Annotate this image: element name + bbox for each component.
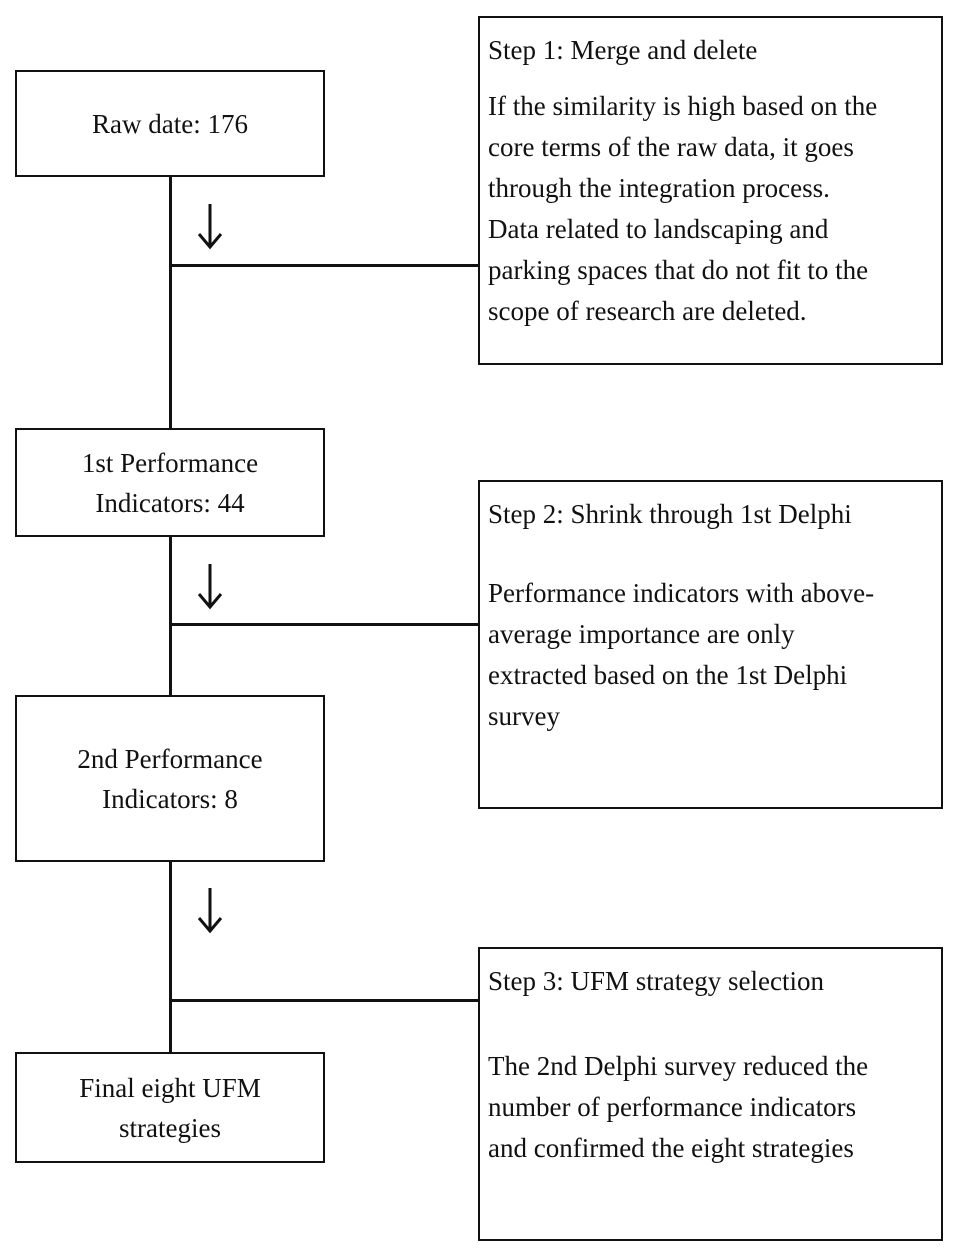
box-label: strategies [119,1112,221,1143]
step-description: The 2nd Delphi survey reduced the number… [488,1046,933,1169]
flow-spine-2 [169,535,172,697]
step-title: Step 1: Merge and delete [488,35,758,65]
box-label: Indicators: 8 [102,783,238,814]
step-text-line: parking spaces that do not fit to the [488,255,869,285]
step-2-box: Step 2: Shrink through 1st Delphi Perfor… [478,480,943,809]
step-text-line: average importance are only [488,619,795,649]
down-arrow-icon [197,888,223,934]
down-arrow-icon [197,204,223,250]
step-description: If the similarity is high based on the c… [488,86,933,332]
step-text-line: extracted based on the 1st Delphi [488,660,848,690]
step-text-line: If the similarity is high based on the [488,91,878,121]
step-title: Step 3: UFM strategy selection [488,966,824,996]
box-label: Raw date: 176 [92,108,248,139]
step-text-line: survey [488,701,560,731]
step-text-line: and confirmed the eight strategies [488,1133,854,1163]
box-label: Final eight UFM [79,1072,261,1103]
step-text-line: core terms of the raw data, it goes [488,132,854,162]
box-label: 1st Performance [81,447,259,478]
box-2nd-performance-indicators: 2nd Performance Indicators: 8 [15,695,325,862]
step-text-line: number of performance indicators [488,1092,857,1122]
step-text-line: scope of research are deleted. [488,296,807,326]
box-raw-data: Raw date: 176 [15,70,325,177]
flow-spine-1 [169,176,172,430]
connector-step-1 [170,264,480,267]
box-label: Indicators: 44 [95,487,245,518]
down-arrow-icon [197,564,223,610]
step-1-box: Step 1: Merge and delete If the similari… [478,16,943,365]
step-text-line: Performance indicators with above- [488,578,875,608]
box-final-strategies: Final eight UFM strategies [15,1052,325,1163]
step-description: Performance indicators with above- avera… [488,573,933,737]
connector-step-2 [170,623,480,626]
box-label: 2nd Performance [77,743,263,774]
flow-spine-3 [169,860,172,1055]
step-text-line: The 2nd Delphi survey reduced the [488,1051,869,1081]
step-text-line: through the integration process. [488,173,830,203]
step-3-box: Step 3: UFM strategy selection The 2nd D… [478,947,943,1241]
step-title: Step 2: Shrink through 1st Delphi [488,499,852,529]
connector-step-3 [170,999,480,1002]
box-1st-performance-indicators: 1st Performance Indicators: 44 [15,428,325,537]
step-text-line: Data related to landscaping and [488,214,829,244]
